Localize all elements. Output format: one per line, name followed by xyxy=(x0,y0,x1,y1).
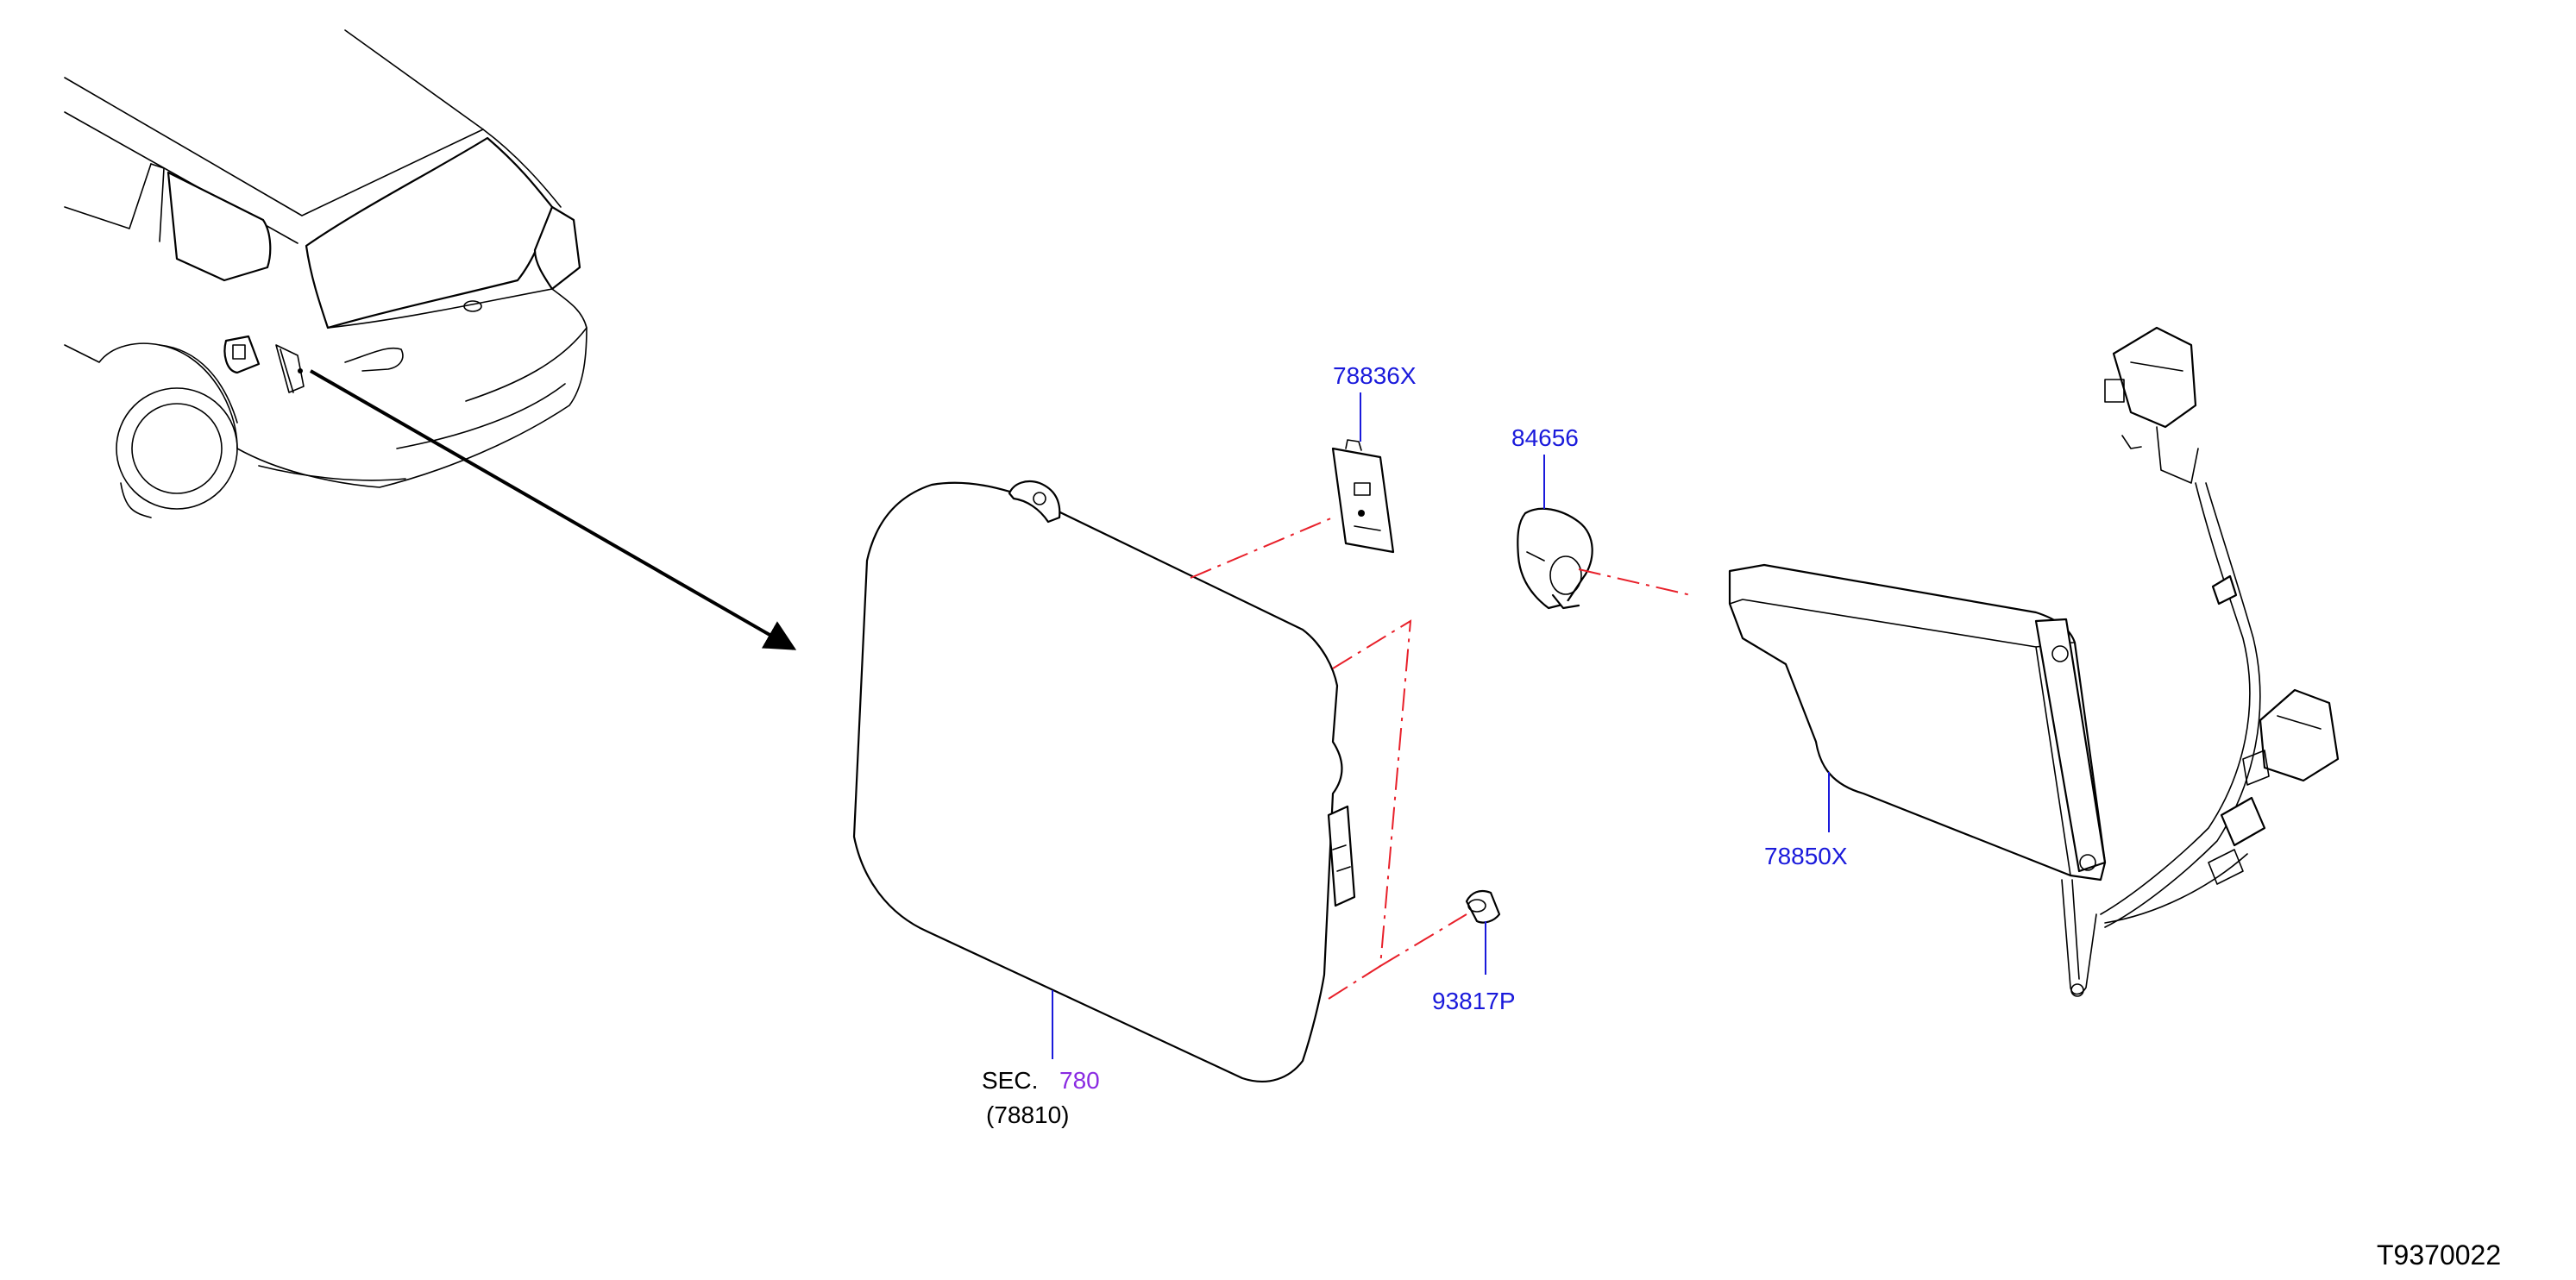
callout-lock-actuator: 84656 xyxy=(1511,424,1579,509)
bracket-part-number: 78836X xyxy=(1333,362,1417,389)
assembly-lines xyxy=(1190,517,1692,1000)
fuel-filler-lid xyxy=(852,480,1356,1082)
clip-93817p xyxy=(1465,889,1501,924)
diagram-id: T9370022 xyxy=(2377,1239,2501,1271)
lock-actuator-part-number: 84656 xyxy=(1511,424,1579,451)
callout-housing: 78850X xyxy=(1764,772,1848,869)
clip-part-number: 93817P xyxy=(1432,988,1516,1014)
section-number-link[interactable]: 780 xyxy=(1059,1067,1100,1094)
callout-bracket: 78836X xyxy=(1333,362,1417,442)
fuel-lid-part-number: (78810) xyxy=(986,1101,1070,1128)
section-prefix: SEC. xyxy=(982,1067,1038,1094)
callout-clip: 93817P xyxy=(1432,921,1516,1014)
bracket-78836x xyxy=(1331,439,1395,554)
housing-78850x xyxy=(1728,326,2340,997)
housing-part-number: 78850X xyxy=(1764,843,1848,869)
vehicle-overview xyxy=(64,29,587,518)
detail-arrow xyxy=(310,369,797,650)
lock-actuator-84656 xyxy=(1517,507,1593,610)
callout-fuel-lid: SEC. 780 (78810) xyxy=(982,990,1100,1128)
